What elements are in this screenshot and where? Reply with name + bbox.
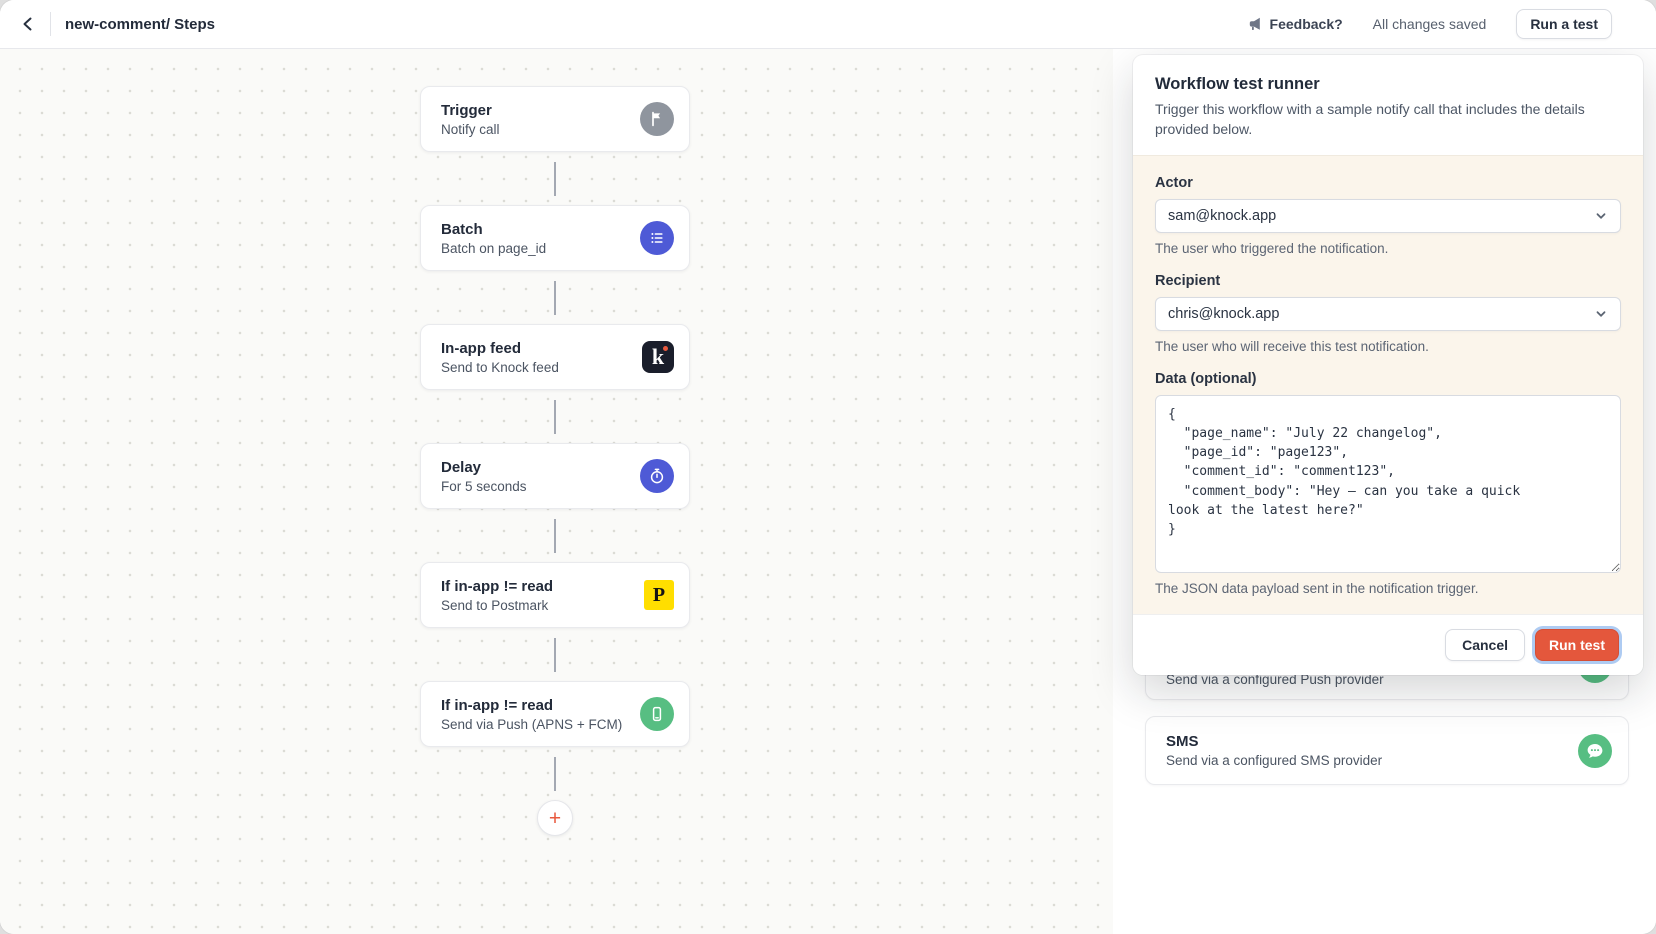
flag-icon [640, 102, 674, 136]
modal-title: Workflow test runner [1155, 75, 1320, 93]
knock-logo-icon: k [642, 341, 674, 373]
back-chevron-icon [23, 17, 32, 31]
step-title: In-app feed [441, 339, 522, 357]
workflow-canvas: Trigger Notify call Batch Batch on page_… [0, 49, 1114, 934]
step-delay[interactable]: Delay For 5 seconds [420, 443, 690, 509]
recipient-label: Recipient [1155, 272, 1221, 289]
workflow-steps-column: Trigger Notify call Batch Batch on page_… [420, 86, 690, 836]
back-button[interactable] [12, 8, 44, 40]
card-subtitle: Send via a configured SMS provider [1166, 753, 1383, 768]
step-trigger[interactable]: Trigger Notify call [420, 86, 690, 152]
step-connector [554, 280, 556, 315]
step-connector [554, 756, 556, 791]
add-step-button[interactable]: + [537, 800, 573, 836]
step-push[interactable]: If in-app != read Send via Push (APNS + … [420, 681, 690, 747]
postmark-icon: P [644, 580, 674, 610]
page-title: new-comment/ Steps [65, 15, 216, 33]
workflow-test-runner-modal: Workflow test runner Trigger this workfl… [1133, 55, 1643, 675]
stopwatch-icon [640, 459, 674, 493]
feedback-link[interactable]: Feedback? [1247, 16, 1343, 32]
chevron-down-icon [1596, 311, 1606, 317]
card-subtitle: Send via a configured Push provider [1166, 672, 1384, 687]
actor-label: Actor [1155, 174, 1193, 191]
modal-description: Trigger this workflow with a sample noti… [1155, 101, 1585, 137]
actor-select[interactable]: sam@knock.app [1155, 198, 1621, 233]
data-payload-textarea[interactable]: { "page_name": "July 22 changelog", "pag… [1155, 394, 1621, 573]
top-bar: new-comment/ Steps Feedback? All changes… [0, 0, 1656, 49]
run-test-button[interactable]: Run test [1535, 628, 1619, 661]
run-a-test-button[interactable]: Run a test [1516, 9, 1612, 39]
step-connector [554, 161, 556, 196]
step-title: Trigger [441, 101, 492, 119]
card-title: SMS [1166, 733, 1199, 750]
actor-field: Actor sam@knock.app The user who trigger… [1155, 175, 1621, 256]
recipient-field: Recipient chris@knock.app The user who w… [1155, 273, 1621, 354]
step-batch[interactable]: Batch Batch on page_id [420, 205, 690, 271]
step-title: If in-app != read [441, 696, 554, 714]
step-connector [554, 399, 556, 434]
save-status: All changes saved [1372, 16, 1487, 32]
step-title: If in-app != read [441, 577, 554, 595]
step-connector [554, 637, 556, 672]
actor-value: sam@knock.app [1168, 207, 1277, 224]
data-label: Data (optional) [1155, 370, 1257, 387]
step-connector [554, 518, 556, 553]
step-subtitle: Send via Push (APNS + FCM) [441, 716, 623, 732]
megaphone-icon [1249, 17, 1260, 30]
postmark-letter: P [652, 584, 666, 606]
recipient-value: chris@knock.app [1168, 305, 1280, 322]
data-field: Data (optional) { "page_name": "July 22 … [1155, 371, 1621, 596]
step-subtitle: Send to Postmark [441, 597, 549, 613]
recipient-select[interactable]: chris@knock.app [1155, 296, 1621, 331]
step-subtitle: For 5 seconds [441, 478, 527, 494]
phone-icon [640, 697, 674, 731]
test-runner-form: Actor sam@knock.app The user who trigger… [1133, 154, 1643, 615]
step-title: Delay [441, 458, 482, 476]
cancel-button[interactable]: Cancel [1445, 628, 1525, 661]
step-subtitle: Notify call [441, 121, 500, 137]
step-subtitle: Batch on page_id [441, 240, 547, 256]
modal-header: Workflow test runner Trigger this workfl… [1133, 55, 1643, 155]
recipient-helper: The user who will receive this test noti… [1155, 338, 1429, 354]
chevron-down-icon [1596, 213, 1606, 219]
list-icon [640, 221, 674, 255]
actor-helper: The user who triggered the notification. [1155, 240, 1389, 256]
title-divider [50, 12, 51, 36]
feedback-label: Feedback? [1269, 16, 1343, 32]
step-title: Batch [441, 220, 483, 238]
sms-channel-card[interactable]: SMS Send via a configured SMS provider [1145, 716, 1629, 785]
chat-bubble-icon [1578, 733, 1612, 768]
step-subtitle: Send to Knock feed [441, 359, 559, 375]
data-helper: The JSON data payload sent in the notifi… [1155, 580, 1479, 596]
step-email-postmark[interactable]: If in-app != read Send to Postmark P [420, 562, 690, 628]
step-in-app-feed[interactable]: In-app feed Send to Knock feed k [420, 324, 690, 390]
knock-letter: k [651, 344, 665, 369]
modal-footer: Cancel Run test [1133, 614, 1643, 675]
